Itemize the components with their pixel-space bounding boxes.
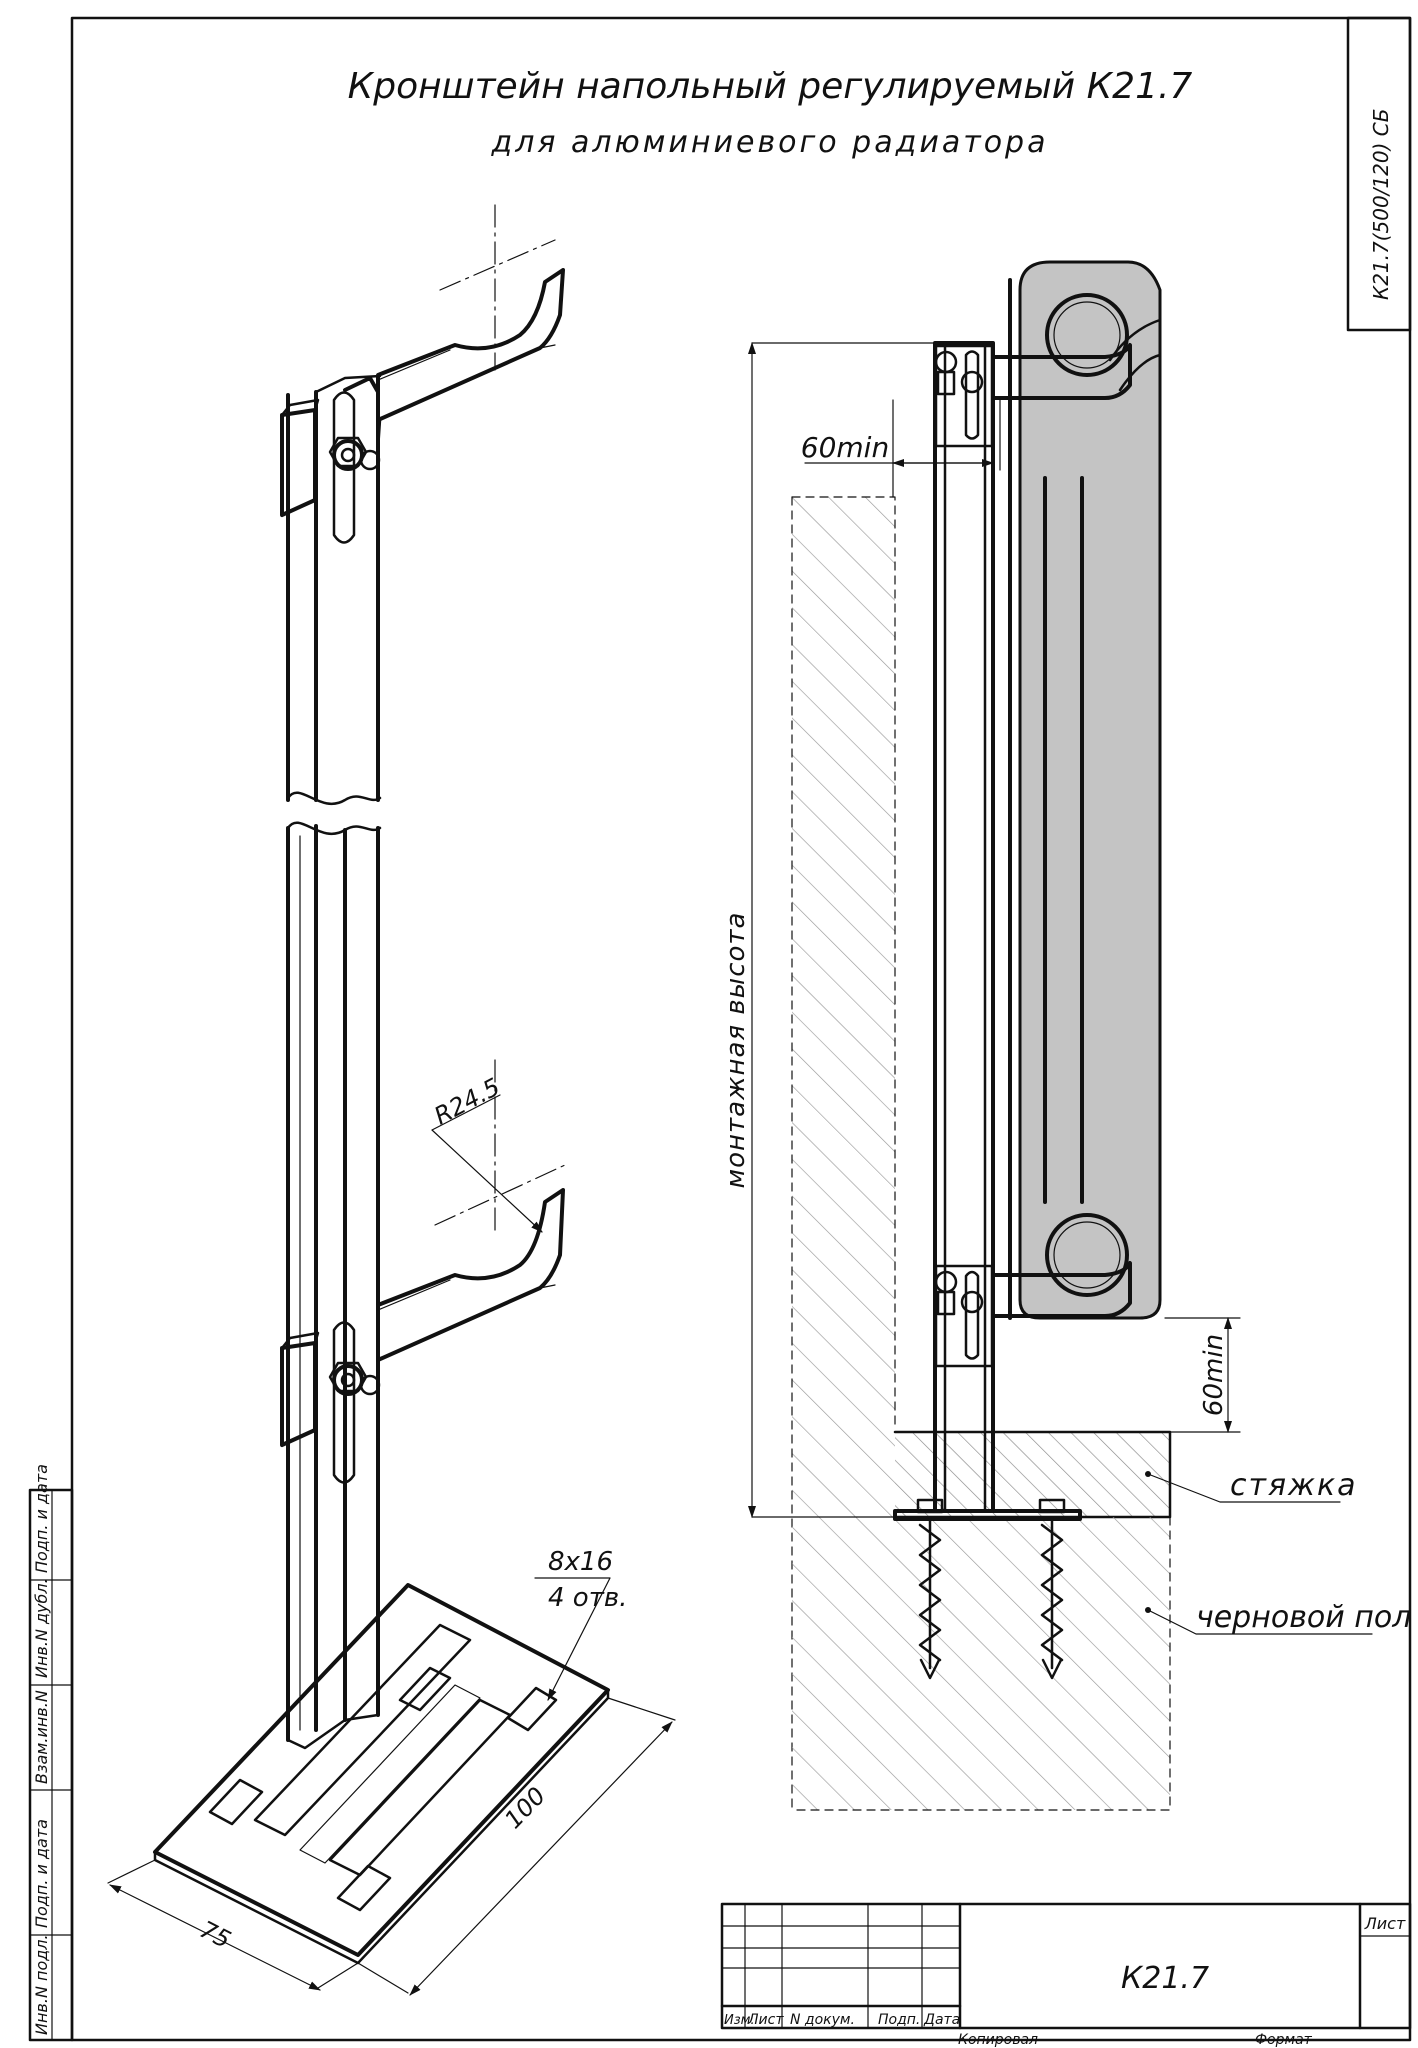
- left-stamp-strip: [28, 1488, 74, 2042]
- dim-base-length: 100: [499, 1782, 551, 1834]
- title-block: [720, 1902, 1412, 2030]
- side-code: К21.7(500/120) СБ: [1369, 109, 1393, 300]
- drawing-subtitle: для алюминиевого радиатора: [490, 125, 1048, 160]
- callout-screed: стяжка: [1230, 1468, 1358, 1503]
- dim-base-width: 75: [195, 1915, 235, 1954]
- strip-podp-data-1: Подп. и дата: [32, 1819, 51, 1928]
- dim-holes-count: 4 отв.: [548, 1583, 627, 1613]
- strip-vzam-inv: Взам.инв.N: [32, 1690, 51, 1784]
- tb-col-data: Дата: [923, 2012, 960, 2028]
- dim-gap-floor: 60min: [1199, 1334, 1229, 1416]
- tb-format-label: Формат: [1255, 2032, 1313, 2048]
- dim-holes-size: 8х16: [548, 1547, 613, 1577]
- drawing-title: Кронштейн напольный регулируемый К21.7: [348, 66, 1193, 107]
- tb-col-ndokum: N докум.: [790, 2012, 855, 2028]
- tb-sheet-label: Лист: [1364, 1914, 1406, 1933]
- callout-subfloor: черновой пол: [1196, 1600, 1411, 1635]
- tb-copied-label: Копировал: [958, 2032, 1038, 2048]
- strip-inv-podl: Инв.N подл.: [32, 1934, 51, 2035]
- strip-podp-data-2: Подп. и дата: [32, 1464, 51, 1573]
- dim-mount-height: монтажная высота: [721, 912, 751, 1189]
- dim-gap-wall: 60min: [801, 431, 889, 464]
- anchor-screw-2: [1038, 1498, 1066, 1680]
- isometric-bracket: [107, 204, 676, 1996]
- side-section-view: [748, 260, 1373, 1811]
- anchor-screw-1: [916, 1498, 944, 1680]
- tb-col-izm: Изм.: [724, 2013, 755, 2028]
- tb-col-list: Лист: [747, 2012, 784, 2028]
- strip-inv-dubl: Инв.N дубл.: [32, 1578, 51, 1678]
- dim-radius: R24.5: [430, 1073, 505, 1131]
- sheet-frame: [70, 16, 1412, 2042]
- tb-designation: К21.7: [1121, 1961, 1209, 1996]
- tb-col-podp: Подп.: [878, 2012, 920, 2028]
